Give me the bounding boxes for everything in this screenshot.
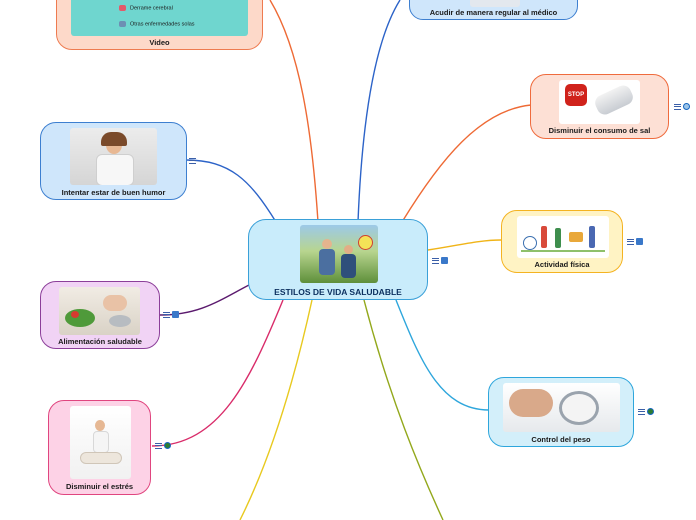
connector-bottom-left <box>239 299 313 520</box>
meditation-photo <box>70 406 131 479</box>
connector-bottom-right <box>363 299 444 520</box>
link-icon[interactable] <box>636 238 643 245</box>
connector-estres <box>151 299 284 447</box>
central-topic[interactable]: ESTILOS DE VIDA SALUDABLE <box>248 219 428 300</box>
estres-label: Disminuir el estrés <box>65 482 134 491</box>
node-actividad[interactable]: Actividad física <box>501 210 623 273</box>
video-thumbnail: Derrame cerebral Otras enfermedades sola… <box>71 0 248 36</box>
notes-icon[interactable] <box>638 409 645 415</box>
connector-alimentacion <box>159 284 250 316</box>
medico-label: Acudir de manera regular al médico <box>429 8 558 17</box>
globe-icon[interactable] <box>164 442 171 449</box>
person-icon <box>119 21 126 27</box>
humor-label: Intentar estar de buen humor <box>61 188 166 197</box>
doctor-photo <box>470 0 520 7</box>
connector-medico <box>357 0 401 223</box>
notes-icon[interactable] <box>189 158 196 164</box>
salt-shaker-icon <box>592 82 636 118</box>
link-icon[interactable] <box>441 257 448 264</box>
video-label: Video <box>149 38 170 47</box>
peso-label: Control del peso <box>531 435 591 444</box>
sal-label: Disminuir el consumo de sal <box>548 126 651 135</box>
node-alimentacion[interactable]: Alimentación saludable <box>40 281 160 349</box>
scale-dial-icon <box>559 391 599 425</box>
family-photo <box>300 225 378 283</box>
notes-icon[interactable] <box>432 258 439 264</box>
connector-actividad <box>427 239 502 251</box>
node-estres[interactable]: Disminuir el estrés <box>48 400 151 495</box>
list-item-2: Otras enfermedades solas <box>119 21 195 27</box>
central-title: ESTILOS DE VIDA SALUDABLE <box>274 287 402 297</box>
list-item-1: Derrame cerebral <box>119 5 173 11</box>
node-peso[interactable]: Control del peso <box>488 377 634 447</box>
globe-icon[interactable] <box>683 103 690 110</box>
healthy-food-photo <box>59 287 140 335</box>
node-medico[interactable]: Acudir de manera regular al médico <box>409 0 578 20</box>
feet-shape <box>509 389 553 417</box>
link-icon[interactable] <box>172 311 179 318</box>
heart-icon <box>119 5 126 11</box>
notes-icon[interactable] <box>627 239 634 245</box>
scale-image <box>503 383 620 432</box>
connector-video <box>269 0 319 223</box>
stop-sign-icon: STOP <box>565 84 587 106</box>
notes-icon[interactable] <box>674 104 681 110</box>
salt-stop-image: STOP <box>559 80 640 124</box>
connector-sal <box>401 104 532 223</box>
notes-icon[interactable] <box>163 312 170 318</box>
globe-icon[interactable] <box>647 408 654 415</box>
exercise-image <box>517 216 609 258</box>
alimentacion-label: Alimentación saludable <box>58 337 142 346</box>
node-sal[interactable]: STOP Disminuir el consumo de sal <box>530 74 669 139</box>
actividad-label: Actividad física <box>534 260 590 269</box>
connector-peso <box>395 299 490 411</box>
node-video[interactable]: Derrame cerebral Otras enfermedades sola… <box>56 0 263 50</box>
notes-icon[interactable] <box>155 443 162 449</box>
smiling-woman-photo <box>70 128 157 185</box>
node-humor[interactable]: Intentar estar de buen humor <box>40 122 187 200</box>
connector-humor <box>185 159 277 223</box>
